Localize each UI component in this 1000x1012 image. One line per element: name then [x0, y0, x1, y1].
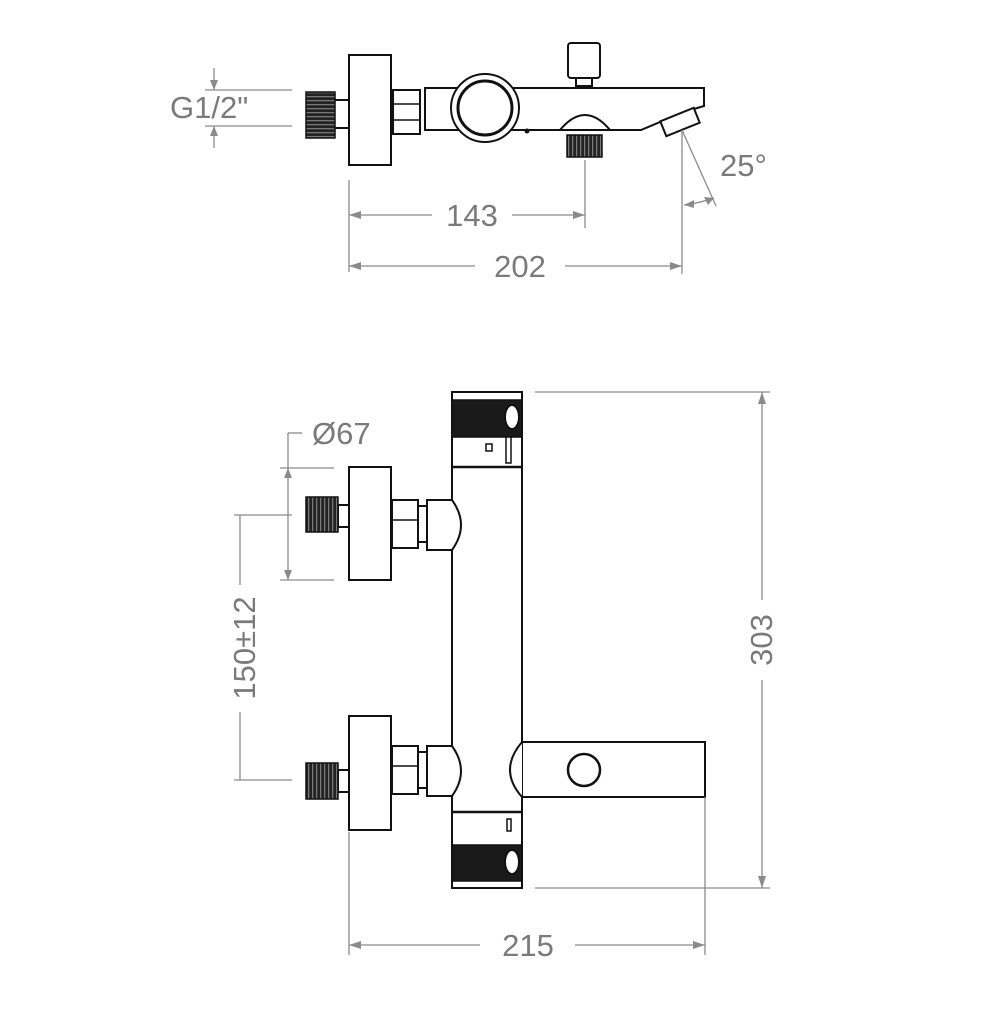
spout-angle-label: 25° [720, 148, 767, 183]
angle-dimension: 25° [681, 129, 767, 208]
escutcheon [348, 54, 392, 166]
height-dimension: 303 [535, 391, 779, 889]
lower-connector [426, 745, 462, 797]
lower-inlet-thread [305, 762, 339, 800]
flow-handle [451, 810, 523, 882]
thread-size-label: G1/2" [170, 90, 248, 125]
spout-aerator [659, 106, 701, 138]
inlet-thread [305, 91, 336, 139]
outlet-dimension: 143 [348, 160, 586, 272]
lower-nut [391, 745, 419, 795]
outlet-distance-label: 143 [446, 198, 498, 233]
upper-inlet-thread [305, 496, 339, 533]
lower-inlet [305, 715, 462, 831]
thread-dimension: G1/2" [170, 68, 292, 148]
width-dimension: 215 [348, 797, 706, 963]
total-depth-label: 202 [494, 249, 546, 284]
inlet-spacing-label: 150±12 [227, 596, 262, 699]
height-label: 303 [744, 614, 779, 666]
diverter-button [567, 42, 601, 79]
upper-nut [391, 499, 419, 549]
diameter-dimension: Ø67 [280, 416, 371, 581]
bath-spout [509, 741, 706, 798]
upper-connector [426, 499, 462, 551]
outlet-dome [557, 114, 613, 131]
top-view: G1/2" 143 202 25° [170, 42, 767, 284]
hex-nut [392, 89, 421, 135]
inlet-pipe [333, 99, 351, 129]
front-view: Ø67 150±12 303 215 [227, 391, 779, 963]
escutcheon-diameter-label: Ø67 [312, 416, 371, 451]
outlet-thread [566, 134, 603, 158]
upper-inlet [305, 466, 462, 581]
spout-outlet [566, 752, 602, 788]
inlet-spacing-dimension: 150±12 [227, 514, 292, 781]
temperature-handle [451, 399, 523, 469]
upper-escutcheon [348, 466, 392, 581]
thermostatic-body [451, 391, 523, 889]
width-label: 215 [502, 928, 554, 963]
depth-dimension: 202 [349, 130, 683, 284]
lower-escutcheon [348, 715, 392, 831]
